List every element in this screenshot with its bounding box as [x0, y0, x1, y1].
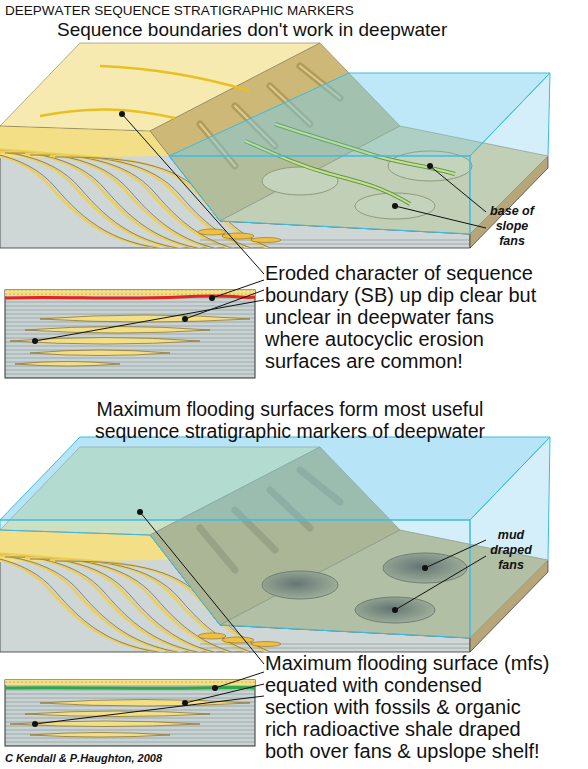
- block-diagram-lowstand: [0, 43, 550, 261]
- leader-dot: [32, 721, 38, 727]
- toe-fan: [222, 233, 254, 239]
- toe-fan: [251, 642, 281, 647]
- section-heading: Sequence boundaries don't work in deepwa…: [57, 19, 537, 41]
- leader-line: [212, 280, 264, 298]
- leader-line: [185, 684, 264, 703]
- sand-lens: [25, 327, 210, 334]
- basin-layer: [200, 648, 470, 649]
- annotation-text: Maximum flooding surface (mfs) equated w…: [265, 652, 550, 762]
- callout-label: mud draped fans: [486, 528, 536, 573]
- basin-layer: [200, 244, 470, 245]
- callout-label: base of slope fans: [484, 204, 540, 249]
- inset-frame: [5, 680, 255, 746]
- leader-dot: [182, 316, 188, 322]
- leader-dot: [392, 607, 398, 613]
- water-surface: [0, 437, 550, 520]
- leader-line: [430, 166, 486, 212]
- leader-line: [395, 206, 486, 228]
- leader-dot: [422, 565, 428, 571]
- water-front: [0, 520, 470, 638]
- leader-dot: [182, 700, 188, 706]
- shelf-channel: [40, 66, 250, 118]
- sand-lens: [30, 733, 170, 738]
- sand-lens: [15, 362, 120, 367]
- block-diagram-highstand: [0, 437, 550, 665]
- leader-line: [35, 300, 264, 341]
- shelf-sand: [5, 680, 255, 685]
- water-side: [470, 437, 550, 638]
- leader-line: [185, 290, 264, 319]
- basin-layer: [200, 240, 470, 241]
- leader-line: [395, 556, 486, 610]
- leader-dot: [209, 295, 215, 301]
- toe-fan: [222, 637, 254, 643]
- leader-dot: [392, 203, 398, 209]
- leader-dot: [212, 685, 218, 691]
- sand-lens: [30, 350, 170, 356]
- leader-dot: [119, 111, 125, 117]
- annotation-text: Eroded character of sequence boundary (S…: [265, 262, 545, 372]
- sand-lens: [40, 700, 250, 707]
- toe-fan: [198, 229, 226, 235]
- leader-line: [425, 540, 486, 568]
- leader-line: [122, 114, 264, 274]
- water-front: [169, 156, 470, 234]
- section-heading: Maximum flooding surfaces form most usef…: [80, 398, 500, 442]
- basin-layer: [200, 644, 470, 645]
- section-inset-sb: [5, 290, 255, 378]
- toe-fan: [251, 238, 281, 243]
- leader-dot: [32, 338, 38, 344]
- leader-dot: [427, 163, 433, 169]
- inset-frame: [5, 290, 255, 378]
- leader-dot: [137, 509, 143, 515]
- toe-fan: [198, 633, 226, 639]
- leader-line: [140, 512, 264, 664]
- leader-line: [35, 696, 264, 724]
- credit-caption: C Kendall & P.Haughton, 2008: [5, 751, 255, 765]
- section-inset-mfs: [5, 680, 255, 746]
- diagram-title: DEEPWATER SEQUENCE STRATIGRAPHIC MARKERS: [5, 3, 425, 19]
